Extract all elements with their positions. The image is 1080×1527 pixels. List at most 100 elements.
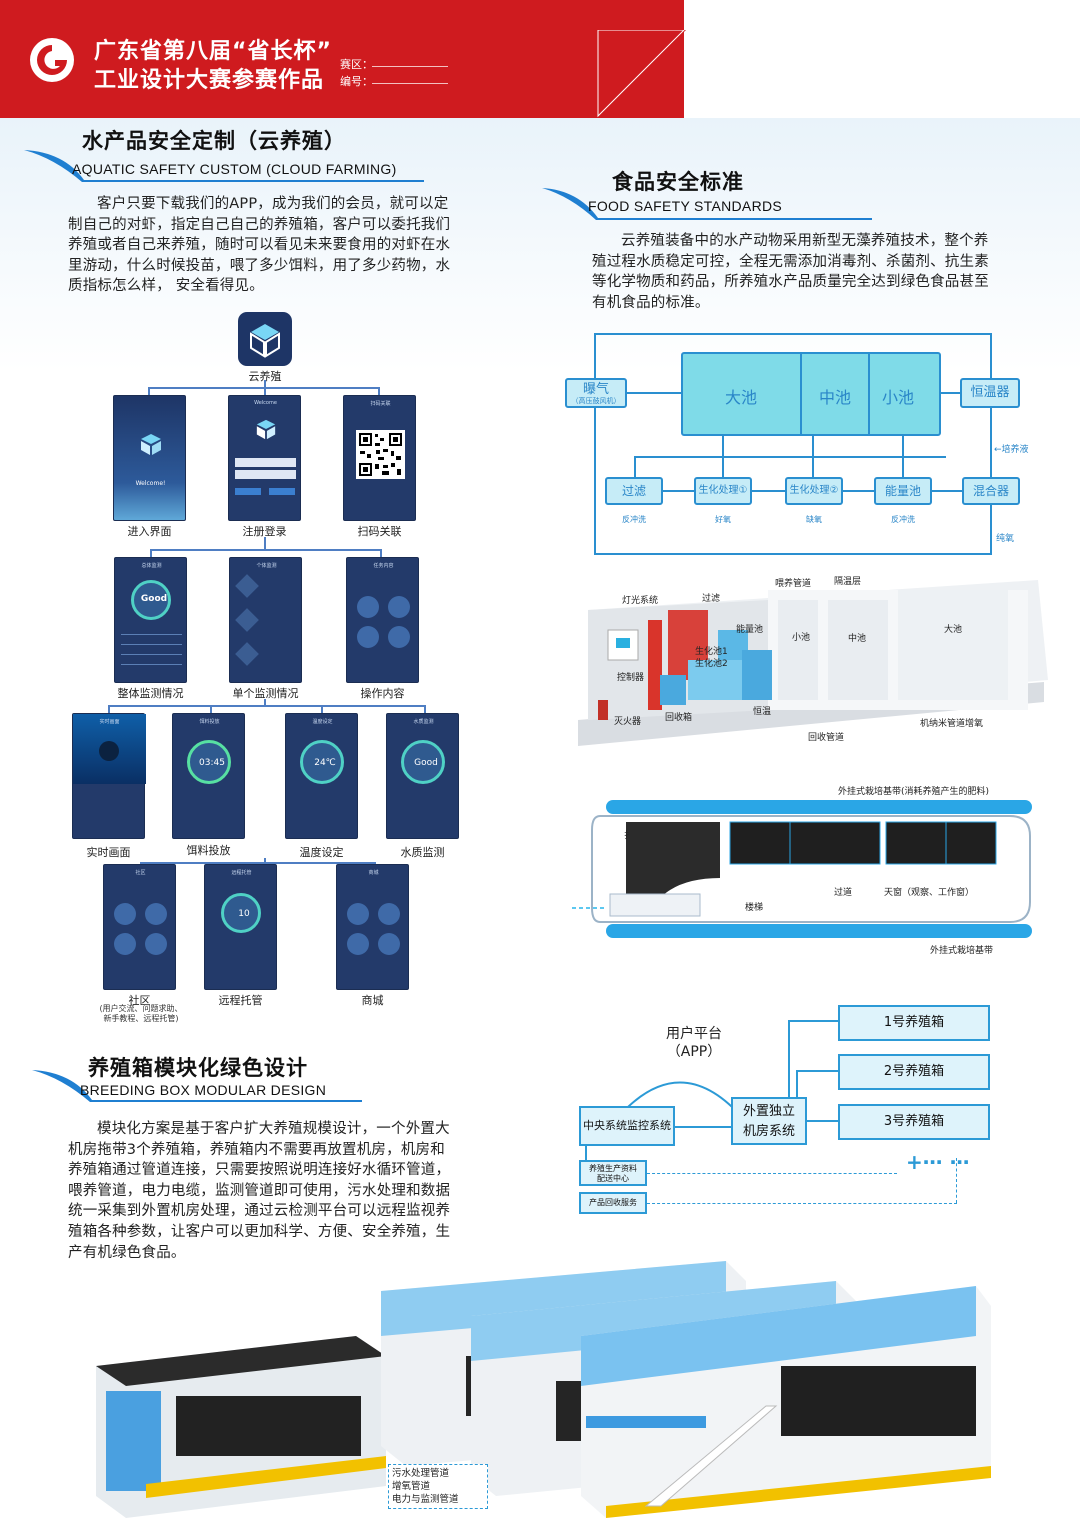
platform-arc — [619, 1081, 741, 1116]
remote-gauge — [221, 893, 261, 933]
phone-live-video[interactable]: 实时画面 — [72, 713, 146, 839]
phone-community[interactable]: 社区 — [103, 864, 176, 990]
pool-container — [681, 352, 941, 436]
community-button-2[interactable] — [145, 903, 167, 925]
number-field-line — [372, 83, 448, 84]
step-energy: 能量池 — [874, 477, 932, 505]
label-recovery-box: 回收箱 — [665, 713, 693, 723]
step-filter: 过滤 — [605, 477, 663, 505]
box-1-icon[interactable] — [235, 574, 259, 598]
temp-gauge — [300, 740, 344, 784]
flow-arrow — [722, 436, 724, 477]
phone-single-monitor[interactable]: 个体监测 — [229, 557, 302, 683]
caption-shop: 商城 — [361, 994, 384, 1007]
community-button-4[interactable] — [145, 933, 167, 955]
step-bio1-sub: 好氧 — [715, 515, 731, 524]
caption-scan: 扫码关联 — [357, 525, 402, 538]
label-energy-pool: 能量池 — [736, 625, 764, 635]
header-title-line2: 工业设计大赛参赛作品 — [94, 68, 325, 93]
play-icon[interactable] — [99, 741, 119, 761]
caption-overall: 整体监测情况 — [117, 687, 184, 700]
water-header: 水质监测 — [413, 719, 434, 725]
label-edge-char: 扌 — [624, 831, 634, 841]
list-row[interactable] — [121, 654, 182, 655]
password-input[interactable] — [235, 470, 296, 479]
phone-feeding[interactable]: 饵料投放 03:45 — [172, 713, 245, 839]
label-lighting: 灯光系统 — [622, 596, 659, 606]
ops-button-1[interactable] — [357, 596, 379, 618]
step-energy-sub: 反冲洗 — [891, 515, 915, 524]
username-input[interactable] — [235, 458, 296, 467]
label-nano-pipe: 机纳米管道增氧 — [920, 719, 984, 729]
label-recovery-pipe: 回收管道 — [808, 733, 845, 743]
community-button-3[interactable] — [114, 933, 136, 955]
flow-arrow — [634, 456, 636, 477]
phone-scan-screen[interactable]: 扫码关联 — [343, 395, 416, 521]
sys-dashed-link — [647, 1173, 897, 1174]
phone-welcome-screen[interactable]: Welcome! — [113, 395, 186, 521]
single-header: 个体监测 — [256, 563, 277, 569]
label-bio2: 生化池2 — [695, 659, 728, 669]
caption-water: 水质监测 — [400, 846, 445, 859]
caption-live: 实时画面 — [86, 846, 131, 859]
community-button-1[interactable] — [114, 903, 136, 925]
water-good-text: Good — [414, 758, 438, 768]
phone-water-quality[interactable]: 水质监测 Good — [386, 713, 459, 839]
pool-mid: 中池 — [818, 388, 851, 407]
status-good-text: Good — [140, 594, 168, 604]
caption-temp: 温度设定 — [299, 846, 344, 859]
header-notch-shape — [596, 30, 686, 118]
connector — [210, 705, 212, 713]
shop-button-2[interactable] — [378, 903, 400, 925]
shop-button-1[interactable] — [347, 903, 369, 925]
ops-button-4[interactable] — [388, 626, 410, 648]
competition-logo-icon — [30, 38, 74, 82]
register-button[interactable] — [269, 488, 295, 495]
sys-connector — [807, 1120, 838, 1122]
central-monitor-box: 中央系统监控系统 — [579, 1106, 675, 1146]
flow-distribution-line — [634, 456, 946, 458]
overall-header: 总体监测 — [141, 563, 162, 569]
shop-button-4[interactable] — [378, 933, 400, 955]
region-field-line — [372, 66, 448, 67]
caption-entry: 进入界面 — [127, 525, 172, 538]
box-2: 2号养殖箱 — [838, 1054, 990, 1090]
flow-arrow — [812, 436, 814, 477]
phone-login-screen[interactable]: Welcome — [228, 395, 301, 521]
label-external-bottom: 外挂式栽培基带 — [930, 946, 994, 956]
caption-single: 单个监测情况 — [232, 687, 299, 700]
ops-header: 任务内容 — [373, 563, 394, 569]
phone-overall-monitor[interactable]: 总体监测 Good — [114, 557, 187, 683]
box-3-icon[interactable] — [235, 642, 259, 666]
label-feeding-pipe: 喂养管道 — [775, 579, 812, 589]
remote-header: 远程托管 — [231, 870, 252, 876]
phone-shop[interactable]: 商城 — [336, 864, 409, 990]
ops-button-3[interactable] — [357, 626, 379, 648]
list-row[interactable] — [121, 644, 182, 645]
cube-icon — [250, 324, 280, 358]
pipes-note-box: 污水处理管道 增氧管道 电力与监测管道 — [388, 1464, 488, 1509]
box-2-icon[interactable] — [235, 608, 259, 632]
phone-remote-hosting[interactable]: 远程托管 10 — [204, 864, 277, 990]
cutaway-render-image — [578, 580, 1048, 746]
label-skylight: 天窗（观察、工作窗） — [884, 888, 975, 898]
ops-button-2[interactable] — [388, 596, 410, 618]
phone-temperature[interactable]: 温度设定 24℃ — [285, 713, 358, 839]
aeration-box: 曝气 （高压鼓风机） — [565, 378, 627, 408]
phone-operations[interactable]: 任务内容 — [346, 557, 419, 683]
connector — [264, 858, 266, 864]
section2-subtitle: FOOD SAFETY STANDARDS — [588, 198, 783, 214]
list-row[interactable] — [121, 664, 182, 665]
sys-connector — [675, 1126, 731, 1128]
remote-value: 10 — [238, 909, 250, 919]
login-button[interactable] — [235, 488, 261, 495]
connector — [264, 699, 266, 707]
thermostat-box: 恒温器 — [960, 378, 1020, 408]
flow-arrow — [627, 392, 681, 394]
header-title-line1: 广东省第八届“省长杯” — [94, 39, 332, 64]
section3-subtitle: BREEDING BOX MODULAR DESIGN — [80, 1082, 327, 1098]
shop-button-3[interactable] — [347, 933, 369, 955]
app-name: 云养殖 — [248, 370, 282, 383]
list-row[interactable] — [121, 634, 182, 635]
cube-icon — [141, 434, 161, 455]
